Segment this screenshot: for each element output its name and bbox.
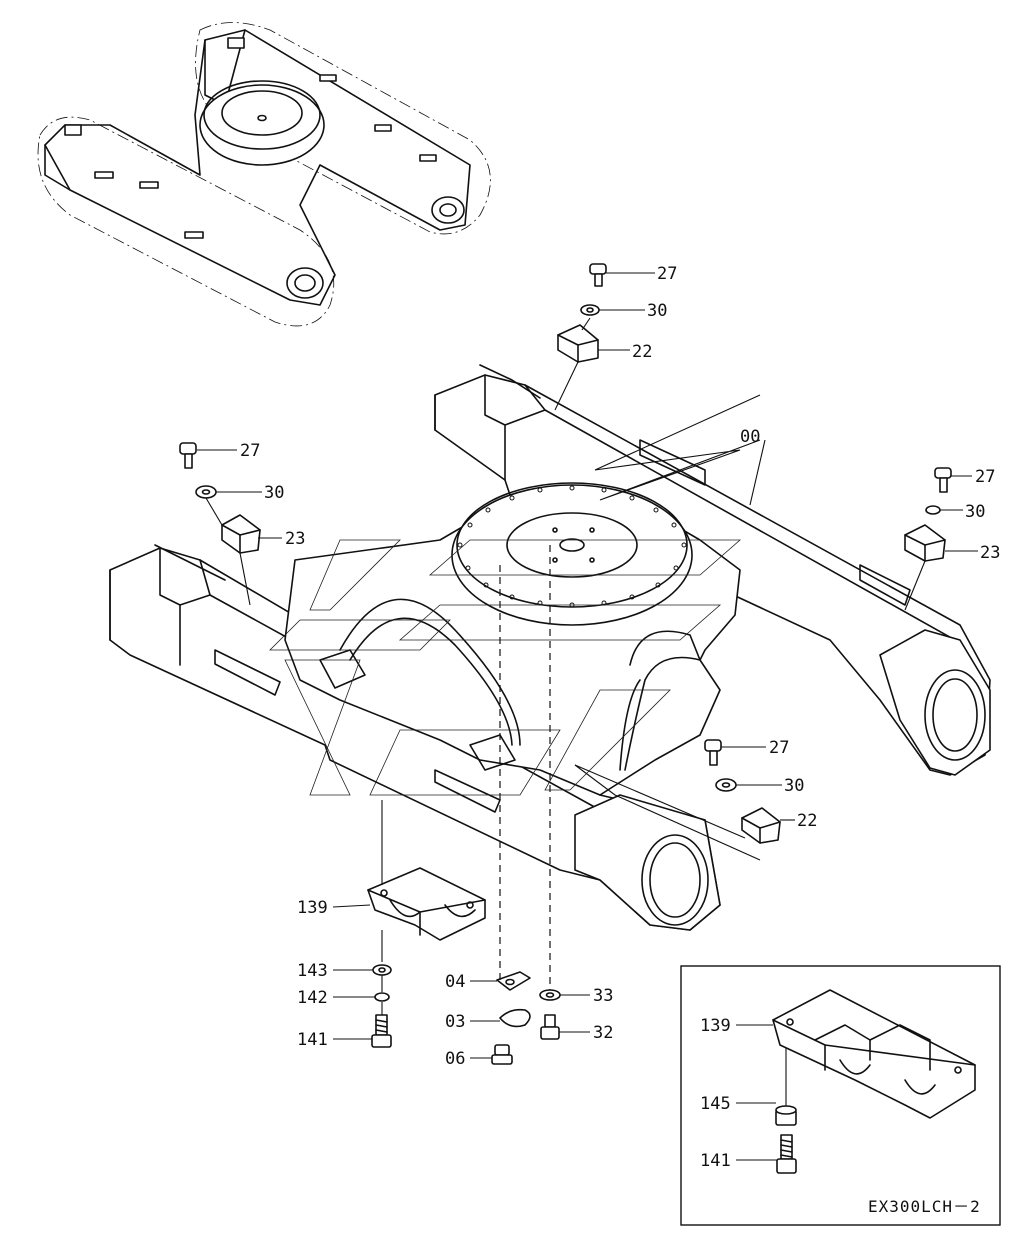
track-frame-main <box>109 364 991 931</box>
label-30-top: 30 <box>647 301 667 321</box>
leader-lines <box>197 272 978 1059</box>
inset-label-139: 139 <box>700 1016 731 1036</box>
bolt-27-left <box>179 442 197 469</box>
label-04: 04 <box>445 972 465 992</box>
inset-spacer-145 <box>775 1105 797 1126</box>
washer-30-left <box>195 485 217 499</box>
bolt-32 <box>540 1014 560 1040</box>
block-23-right <box>904 524 946 562</box>
inset-label-145: 145 <box>700 1094 731 1114</box>
watermark-outline <box>269 539 742 796</box>
block-23-left <box>221 514 261 554</box>
bolt-27-right <box>934 467 952 493</box>
label-32: 32 <box>593 1023 613 1043</box>
label-30-left: 30 <box>264 483 284 503</box>
inset-label-141: 141 <box>700 1151 731 1171</box>
label-139: 139 <box>297 898 328 918</box>
label-30-lower-right: 30 <box>784 776 804 796</box>
cover-03 <box>499 1008 531 1028</box>
label-22-lower-right: 22 <box>797 811 817 831</box>
overview-undercarriage-thumbnail <box>37 22 491 327</box>
label-23-right: 23 <box>980 543 1000 563</box>
bolt-27-lower-right <box>704 739 722 766</box>
washer-30-top <box>580 304 600 316</box>
label-27-top: 27 <box>657 264 677 284</box>
label-22-top: 22 <box>632 342 652 362</box>
label-141: 141 <box>297 1030 328 1050</box>
label-143: 143 <box>297 961 328 981</box>
washer-30-lower-right <box>715 778 737 792</box>
bolt-141 <box>371 1014 392 1048</box>
spring-washer-142 <box>374 992 390 1002</box>
plug-06 <box>491 1044 513 1065</box>
label-27-lower-right: 27 <box>769 738 789 758</box>
label-27-right: 27 <box>975 467 995 487</box>
label-00: 00 <box>740 427 760 447</box>
washer-33 <box>539 989 561 1001</box>
block-22-top <box>557 324 599 363</box>
diagram-caption: EX300LCH－2 <box>868 1197 981 1216</box>
plate-04 <box>496 971 531 991</box>
label-23-left: 23 <box>285 529 305 549</box>
label-33: 33 <box>593 986 613 1006</box>
label-30-right: 30 <box>965 502 985 522</box>
inset-track-guard-139 <box>772 989 976 1119</box>
track-guard-139 <box>367 867 486 941</box>
inset-bolt-141 <box>776 1134 797 1174</box>
label-03: 03 <box>445 1012 465 1032</box>
washer-143 <box>372 964 392 976</box>
part-labels: 27 30 22 00 27 30 23 27 30 23 27 30 22 1… <box>240 264 1000 1069</box>
washer-30-right <box>925 505 941 515</box>
block-22-lower-right <box>741 807 781 844</box>
label-142: 142 <box>297 988 328 1008</box>
label-27-left: 27 <box>240 441 260 461</box>
inset-variant-box: 139 145 141 EX300LCH－2 <box>680 965 1001 1226</box>
bolt-27-top <box>589 263 607 287</box>
label-06: 06 <box>445 1049 465 1069</box>
